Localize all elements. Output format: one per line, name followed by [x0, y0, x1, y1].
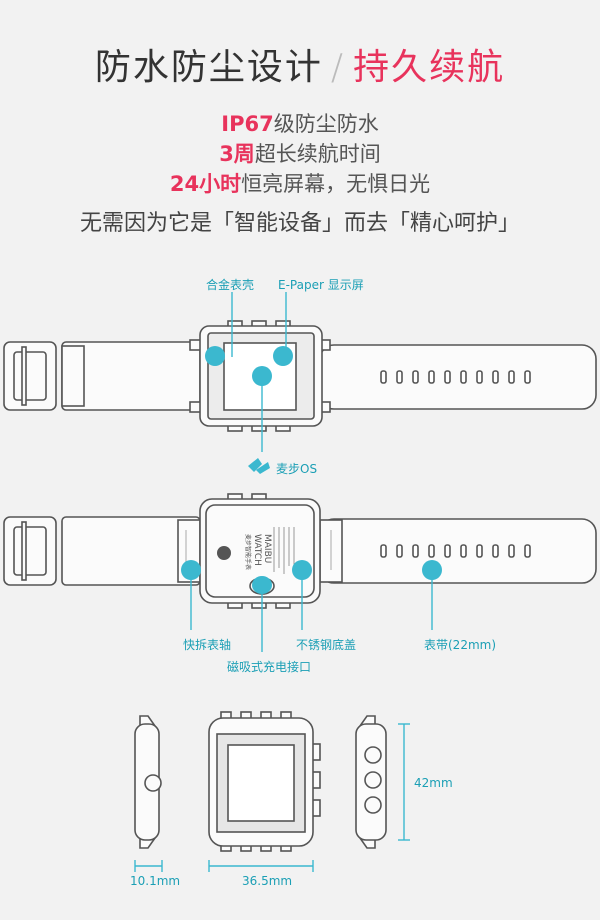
- back-view: [3, 493, 597, 609]
- strap-marker: [422, 560, 442, 580]
- brand-logo-icon: [217, 546, 231, 560]
- page-title: 防水防尘设计/持久续航: [0, 38, 600, 90]
- dim-width: 36.5mm: [242, 874, 293, 888]
- dim-height: 42mm: [414, 776, 453, 790]
- back-engraving: MAIBU WATCH 麦步智能手表: [244, 534, 272, 571]
- label-steel-cover: 不锈钢底盖: [296, 638, 357, 652]
- label-charging-port: 磁吸式充电接口: [227, 660, 312, 674]
- charging-port-marker: [252, 576, 272, 594]
- label-os: 麦步OS: [276, 462, 318, 476]
- steel-cover-marker: [292, 560, 312, 580]
- os-marker: [252, 366, 272, 386]
- slogan: 无需因为它是「智能设备」而去「精心呵护」: [79, 211, 520, 236]
- feature-ip67: IP67级防尘防水: [221, 112, 379, 136]
- label-alloy-case: 合金表壳: [206, 278, 255, 292]
- label-quick-release: 快拆表轴: [183, 638, 232, 652]
- screen-marker: [273, 346, 293, 366]
- front-view: [3, 320, 597, 432]
- dim-thickness: 10.1mm: [130, 874, 181, 888]
- feature-screen: 24小时恒亮屏幕，无惧日光: [169, 172, 431, 196]
- alloy-case-marker: [205, 346, 225, 366]
- feature-battery: 3周超长续航时间: [219, 142, 381, 166]
- title-left: 防水防尘设计: [94, 47, 323, 88]
- os-logo-icon: [248, 458, 262, 472]
- label-epaper-screen: E-Paper 显示屏: [278, 278, 364, 292]
- quick-release-marker: [181, 560, 201, 580]
- side-view-right: [355, 715, 387, 849]
- strap-long-front: [319, 344, 597, 410]
- front-view-small: [208, 711, 321, 852]
- label-strap: 表带(22mm): [424, 638, 497, 652]
- side-view-left: [134, 715, 162, 849]
- title-right: 持久续航: [353, 47, 506, 88]
- title-separator: /: [330, 47, 346, 88]
